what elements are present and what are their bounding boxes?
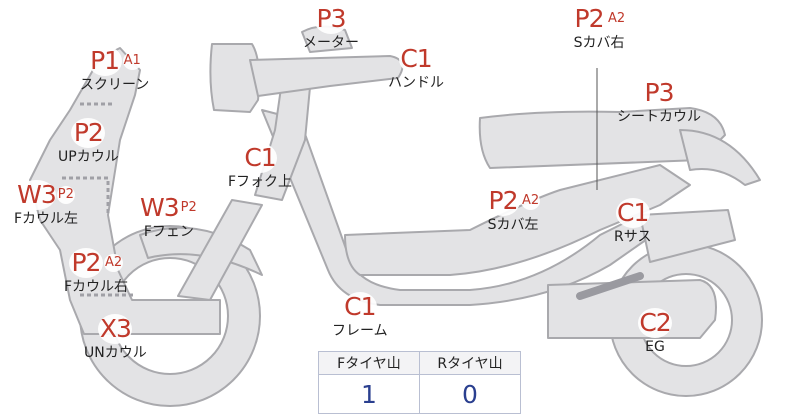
part-label: シートカウル — [617, 109, 701, 125]
front-fender — [139, 226, 263, 276]
part-grade: P3 — [642, 78, 676, 108]
part-grade-badges: P2 — [71, 118, 106, 148]
part-label: UNカウル — [84, 345, 147, 361]
part-sub-grade: A1 — [122, 52, 142, 70]
part-label: Fカウル左 — [14, 211, 79, 227]
part-sub-grade: P2 — [56, 186, 75, 204]
engine-shape — [547, 279, 717, 339]
rear-suspension-shape — [639, 209, 736, 263]
part-sub-grade: A2 — [103, 254, 124, 272]
part-grade-badges: P3 — [642, 78, 676, 108]
part-grade: C1 — [615, 198, 650, 228]
part-label: EG — [645, 339, 665, 355]
part-grade-badges: P3 — [314, 4, 348, 34]
part-label: Sカバ右 — [573, 35, 625, 51]
front-tire-header: Fタイヤ山 — [318, 351, 420, 375]
part-label: UPカウル — [58, 149, 119, 165]
part-label: メーター — [303, 35, 359, 51]
part-grade-badges: C1 — [615, 198, 650, 228]
headlight — [209, 43, 261, 113]
part-grade-badges: C2 — [638, 308, 672, 338]
part-grade-badges: C1 — [342, 292, 377, 322]
part-grade-badges: X3 — [98, 314, 133, 344]
part-grade: X3 — [98, 314, 133, 344]
part-grade: C2 — [638, 308, 672, 338]
part-label: Rサス — [614, 229, 652, 245]
part-grade: P1 — [87, 46, 122, 76]
part-label: Fカウル右 — [64, 279, 129, 295]
tire-tread-table: Fタイヤ山 Rタイヤ山 1 0 — [318, 351, 521, 414]
part-sub-grade: A2 — [521, 192, 541, 210]
front-tire-value: 1 — [318, 374, 420, 414]
part-sub-grade: P2 — [179, 199, 198, 217]
part-grade: W3 — [17, 180, 57, 210]
part-grade-badges: C1 — [243, 143, 278, 173]
part-grade: P2 — [71, 118, 106, 148]
part-grade: C1 — [342, 292, 377, 322]
part-grade: P2 — [68, 248, 103, 278]
part-grade: P2 — [572, 4, 606, 34]
rear-cowl-shape — [679, 129, 761, 186]
part-label: スクリーン — [80, 77, 150, 93]
rear-tire-value: 0 — [419, 374, 521, 414]
part-grade: P3 — [314, 4, 348, 34]
handlebar-shape — [249, 55, 404, 97]
part-grade: C1 — [243, 143, 278, 173]
part-grade-badges: C1 — [399, 44, 433, 74]
part-grade: W3 — [140, 193, 180, 223]
part-sub-grade: A2 — [607, 10, 627, 28]
seat-shape — [478, 107, 726, 169]
part-label: Sカバ左 — [487, 217, 539, 233]
part-grade: P2 — [486, 186, 520, 216]
part-label: ハンドル — [388, 75, 444, 91]
rear-tire-header: Rタイヤ山 — [419, 351, 521, 375]
part-grade: C1 — [399, 44, 433, 74]
part-label: Fフェン — [143, 224, 194, 240]
part-label: フレーム — [332, 323, 388, 339]
part-label: Fフォク上 — [228, 174, 293, 190]
